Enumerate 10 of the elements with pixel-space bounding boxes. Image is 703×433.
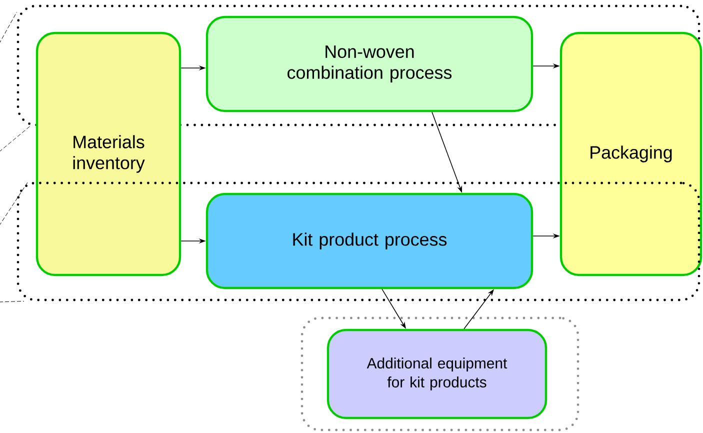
process-box: Packaging bbox=[560, 32, 702, 276]
leader-line bbox=[0, 300, 24, 302]
leader-line bbox=[0, 182, 28, 226]
leader-line bbox=[0, 12, 18, 44]
dotted-group-outline bbox=[300, 316, 580, 432]
process-box: Kit product process bbox=[206, 192, 534, 290]
process-box: Non-woven combination process bbox=[206, 16, 534, 112]
process-box: Materials inventory bbox=[36, 32, 182, 276]
dotted-band bbox=[16, 182, 700, 302]
process-box: Additional equipment for kit products bbox=[326, 328, 548, 420]
